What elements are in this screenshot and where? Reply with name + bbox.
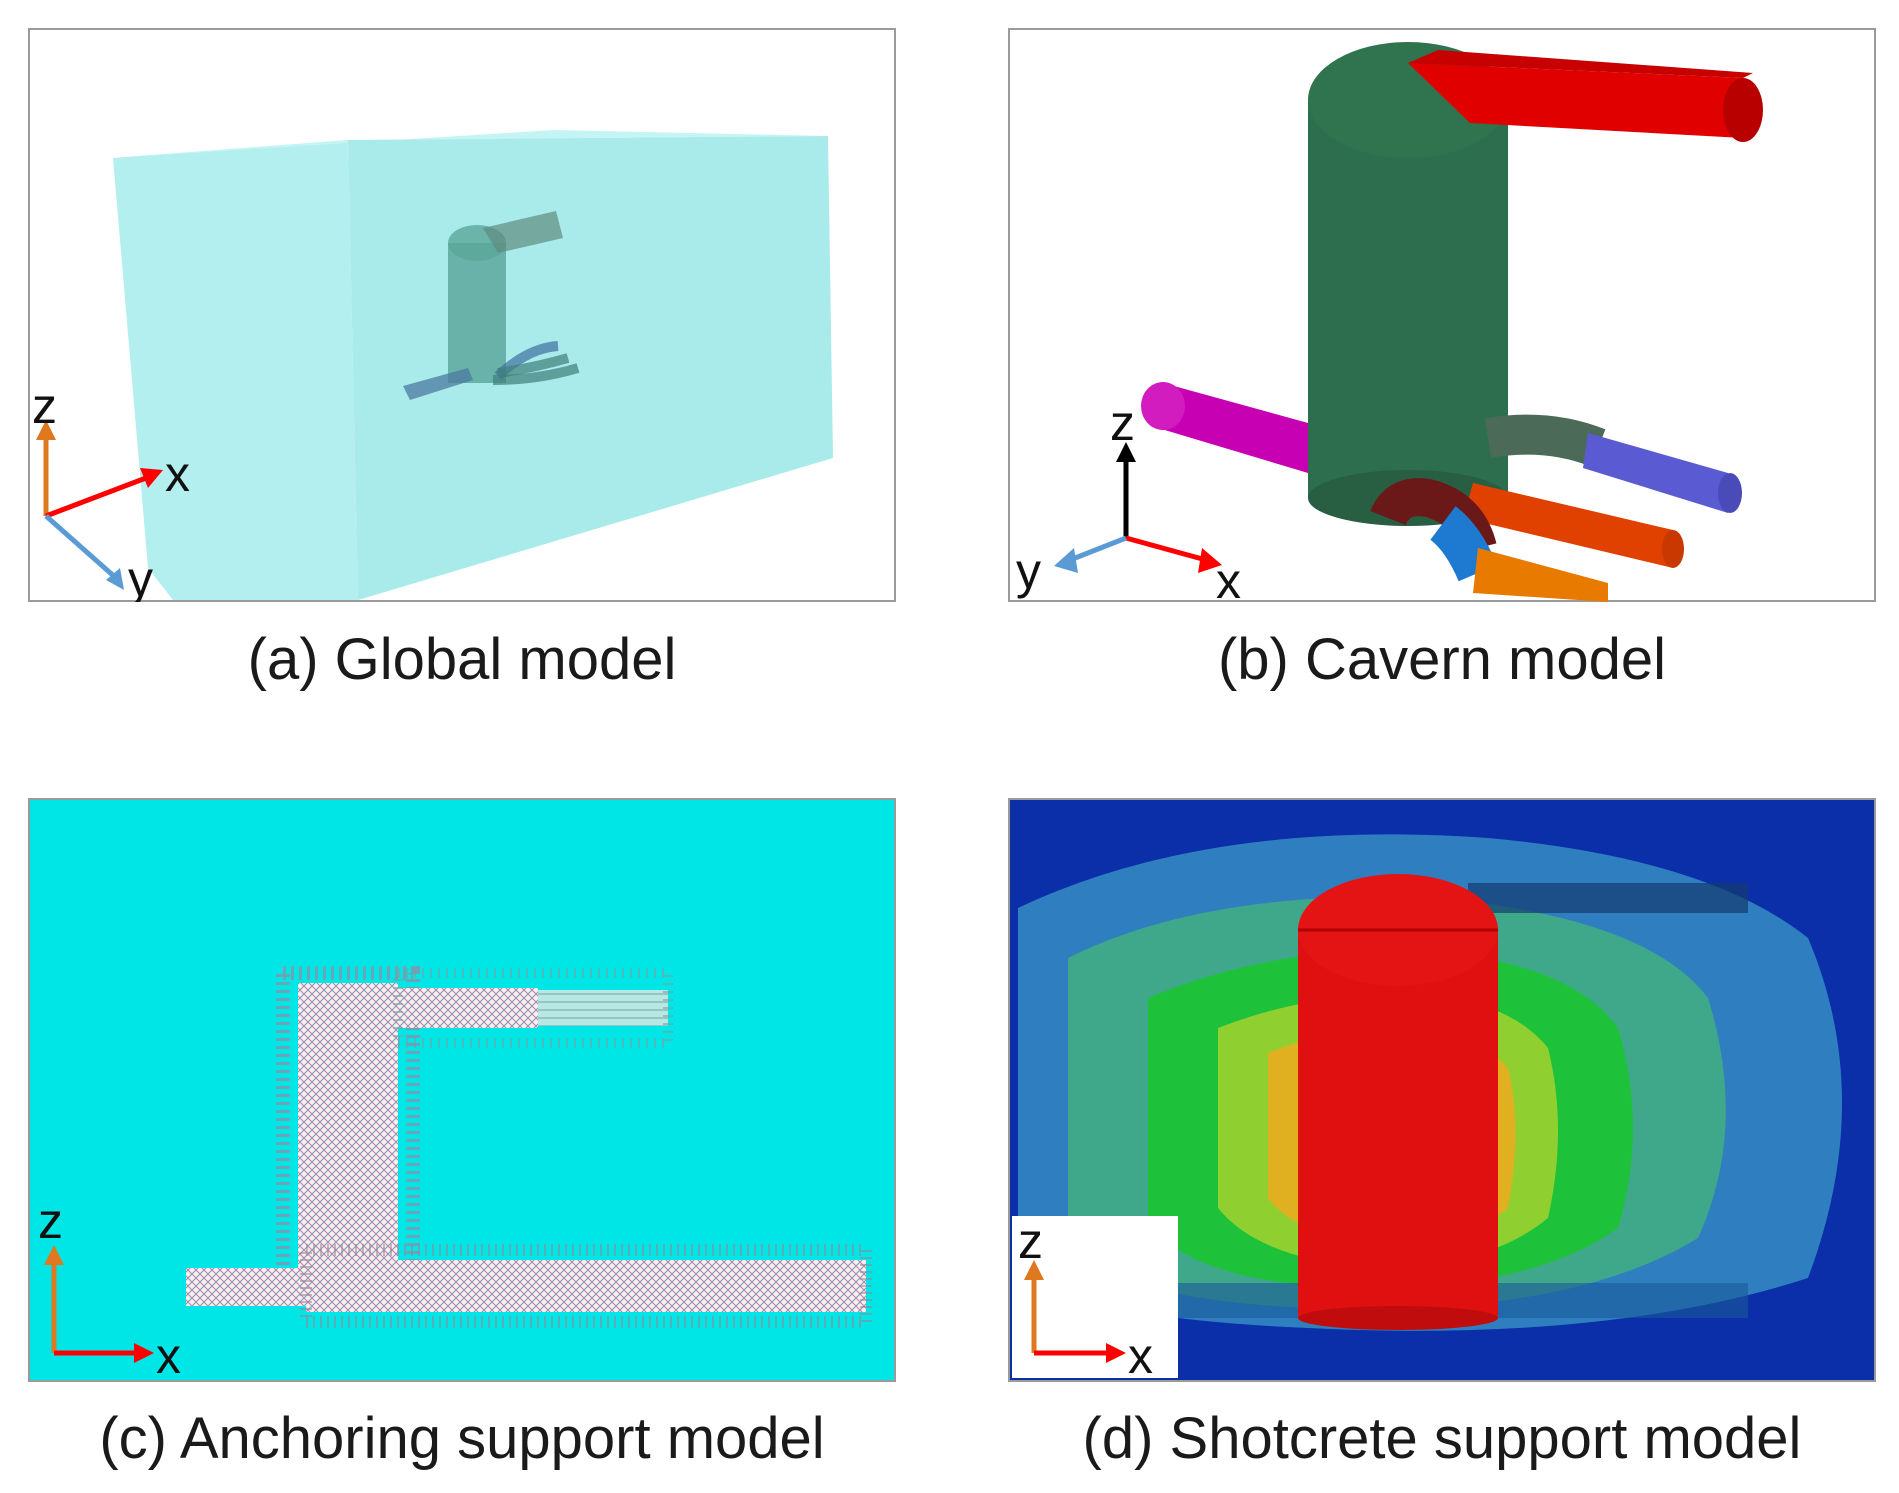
block-front-face (113, 140, 358, 600)
tunnel-connector-gray (1484, 414, 1606, 467)
axis-label-x: x (1128, 1328, 1153, 1382)
axis-label-x: x (1216, 553, 1241, 602)
axis-triad: z x (38, 1193, 181, 1382)
cavern-model-figure: z x y (1008, 28, 1876, 602)
anchor-bolt-network (186, 966, 872, 1328)
tunnel-outline-top (1468, 883, 1748, 913)
panel-shotcrete-support-model: z x (1008, 798, 1876, 1382)
axis-label-z: z (32, 378, 57, 434)
caption-shotcrete-support-model: (d) Shotcrete support model (1082, 1406, 1802, 1471)
axis-label-z: z (1018, 1213, 1043, 1269)
tunnel-orange-red (1463, 483, 1673, 568)
cavern-outline (403, 211, 580, 400)
axis-triad: z x y (32, 378, 190, 602)
tunnel-red (1408, 50, 1763, 142)
tunnel-bend-blue (1429, 506, 1498, 582)
axis-label-x: x (156, 1328, 181, 1382)
tunnel-magenta (1141, 382, 1308, 473)
panel-anchoring-support-model: z x (28, 798, 896, 1382)
axis-triad: z x (1018, 1213, 1153, 1382)
block-top-face (113, 130, 828, 158)
caption-cavern-model: (b) Cavern model (1217, 627, 1667, 692)
anchoring-model-figure: z x (28, 798, 896, 1382)
tunnel-purple (1583, 433, 1728, 513)
axis-label-x: x (165, 446, 190, 502)
caption-anchoring-support-model: (c) Anchoring support model (99, 1406, 825, 1471)
global-model-figure: z x y (28, 28, 896, 602)
axis-label-z: z (1110, 395, 1135, 451)
axis-label-y: y (1016, 543, 1041, 599)
panel-global-model: z x y (28, 28, 896, 602)
axis-triad: z x y (1016, 395, 1241, 602)
caption-global-model: (a) Global model (247, 627, 677, 692)
axis-label-z: z (38, 1193, 63, 1249)
panel-cavern-model: z x y (1008, 28, 1876, 602)
shotcrete-model-figure: z x (1008, 798, 1876, 1382)
shotcrete-cavern (1298, 874, 1498, 1330)
tunnel-orange (1473, 548, 1608, 602)
main-cavern (1308, 42, 1508, 526)
axis-label-y: y (128, 551, 153, 602)
